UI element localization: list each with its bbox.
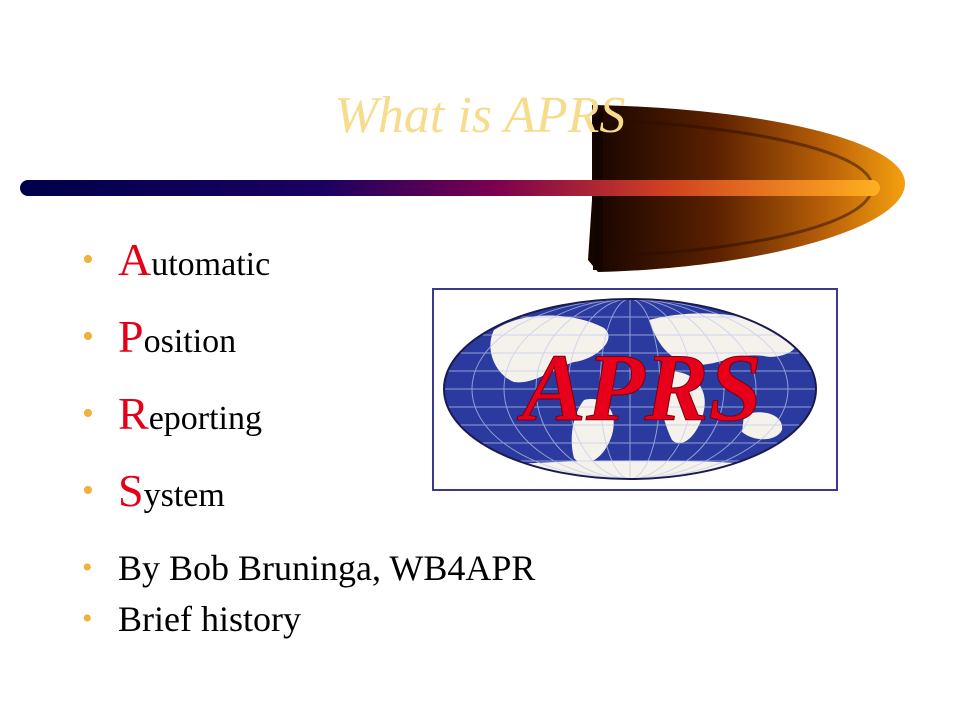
round-bullet-icon: • xyxy=(82,395,94,432)
bullet-text: utomatic xyxy=(151,246,271,283)
initial-letter: P xyxy=(118,311,144,362)
bullet-text: By Bob Bruninga, WB4APR xyxy=(118,548,536,588)
round-bullet-icon: • xyxy=(82,602,93,635)
bullet-reporting: • Reporting xyxy=(82,382,535,459)
round-bullet-icon: • xyxy=(82,472,94,509)
round-bullet-icon: • xyxy=(82,318,94,355)
bullet-list: • Automatic • Position • Reporting • Sys… xyxy=(82,228,535,644)
logo-text: APRS xyxy=(517,334,762,441)
bullet-text: eporting xyxy=(148,400,262,437)
bullet-text: ystem xyxy=(143,477,225,514)
initial-letter: R xyxy=(118,388,149,439)
initial-letter: A xyxy=(118,234,152,285)
bullet-history: • Brief history xyxy=(82,593,535,644)
round-bullet-icon: • xyxy=(82,241,94,278)
bullet-text: osition xyxy=(143,323,237,360)
bullet-automatic: • Automatic xyxy=(82,228,535,305)
bullet-position: • Position xyxy=(82,305,535,382)
slide-title: What is APRS xyxy=(334,87,626,144)
round-bullet-icon: • xyxy=(82,551,93,584)
initial-letter: S xyxy=(118,465,144,516)
aprs-logo: APRS xyxy=(432,288,838,491)
world-globe-icon: APRS xyxy=(443,298,817,480)
bullet-text: Brief history xyxy=(118,599,301,639)
bullet-system: • System xyxy=(82,459,535,536)
bullet-author: • By Bob Bruninga, WB4APR xyxy=(82,542,535,593)
